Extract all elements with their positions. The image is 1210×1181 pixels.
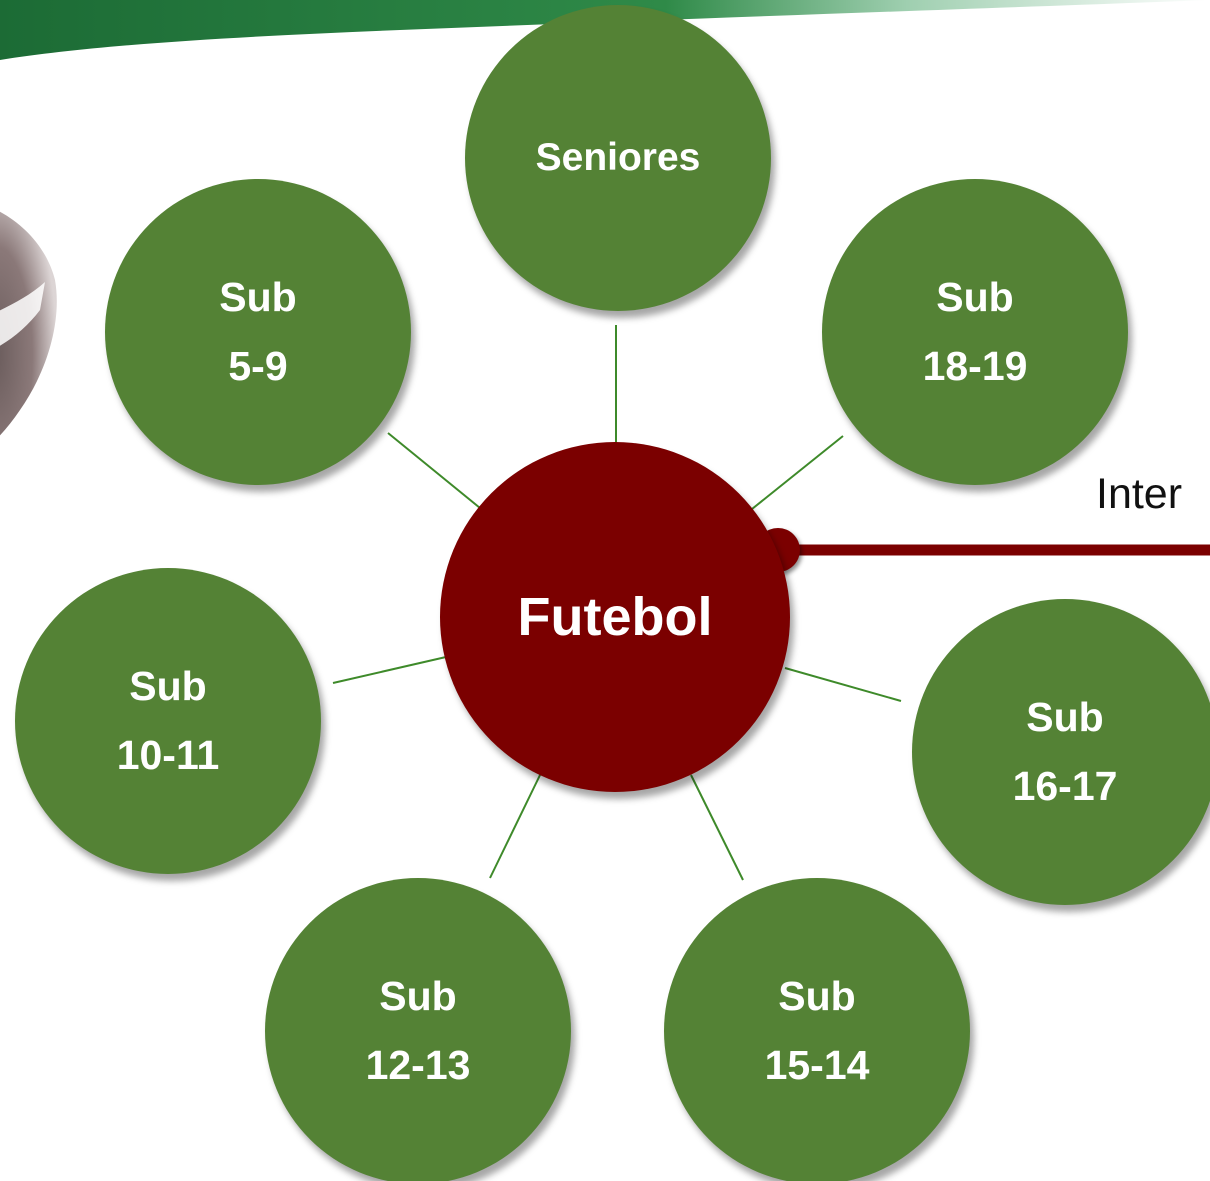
node-label: Seniores [535,136,701,179]
connector-sub-10-11 [332,656,447,684]
header-banner [0,0,1210,60]
node-label-line2: 18-19 [922,343,1028,389]
node-label-line1: Sub [129,663,207,709]
node-label-line1: Sub [219,274,297,320]
node-label-line1: Sub [936,274,1014,320]
connector-sub-5-9 [387,432,481,509]
connector-sub-12-13 [489,772,542,879]
connector-sub-15-14 [690,774,744,881]
node-sub-5-9: Sub 5-9 [105,179,411,485]
node-sub-15-14: Sub 15-14 [664,878,970,1181]
node-label-line2: 5-9 [228,343,288,389]
center-label: Futebol [517,587,713,647]
node-label-line1: Sub [778,973,856,1019]
side-label: Inter [1096,470,1183,518]
node-label-line2: 16-17 [1012,763,1118,809]
node-sub-12-13: Sub 12-13 [265,878,571,1181]
connector-sub-16-17 [784,667,902,702]
node-seniores: Seniores [465,5,771,311]
node-label-line1: Sub [1026,694,1104,740]
node-center-futebol: Futebol [440,442,790,792]
node-label-line1: Sub [379,973,457,1019]
node-sub-16-17: Sub 16-17 [912,599,1210,905]
node-sub-10-11: Sub 10-11 [15,568,321,874]
node-label-line2: 10-11 [116,732,220,778]
player-image-fragment [0,211,57,436]
connector-sub-18-19 [751,435,844,510]
node-sub-18-19: Sub 18-19 [822,179,1128,485]
node-label-line2: 15-14 [764,1042,870,1088]
node-label-line2: 12-13 [365,1042,471,1088]
